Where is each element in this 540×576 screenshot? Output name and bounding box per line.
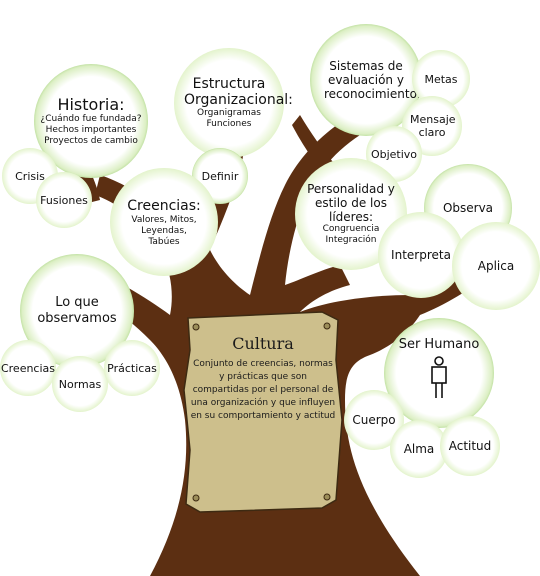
interpreta-label: Interpreta	[391, 248, 451, 262]
practicas-bubble: Prácticas	[104, 340, 160, 396]
creencias-title: Creencias:	[127, 197, 201, 214]
alma-label: Alma	[403, 441, 435, 456]
creencias-item: Tabúes	[148, 236, 180, 247]
fusiones-bubble: Fusiones	[36, 172, 92, 228]
interpreta-bubble: Interpreta	[378, 212, 464, 298]
actitud-label: Actitud	[448, 438, 492, 453]
person-icon	[431, 356, 447, 398]
sistemas-title: Sistemas de evaluación y reconocimiento:	[324, 59, 421, 101]
cultura-title: Cultura	[232, 334, 294, 353]
historia-title: Historia:	[57, 94, 125, 114]
alma-bubble: Alma	[390, 420, 448, 478]
personalidad-item: Congruencia	[322, 224, 380, 234]
personalidad-item: Integración	[325, 235, 377, 245]
cuerpo-label: Cuerpo	[352, 412, 396, 427]
metas-label: Metas	[424, 72, 458, 86]
cultura-description: Conjunto de creencias, normas y práctica…	[190, 359, 336, 421]
crisis-label: Crisis	[15, 169, 45, 183]
observa-label: Observa	[442, 201, 494, 215]
historia-item: Proyectos de cambio	[44, 135, 138, 146]
creencias-small-bubble: Creencias	[0, 340, 56, 396]
creencias-item: Leyendas,	[141, 225, 187, 236]
normas-bubble: Normas	[52, 356, 108, 412]
parchment-scroll	[183, 311, 343, 513]
historia-item: Hechos importantes	[45, 124, 137, 135]
creencias-small-label: Creencias	[0, 361, 56, 375]
estructura-item: Organigramas	[197, 108, 261, 118]
normas-label: Normas	[58, 377, 102, 391]
creencias-item: Valores, Mitos,	[131, 214, 197, 225]
fusiones-label: Fusiones	[40, 193, 88, 207]
personalidad-bubble: Personalidad y estilo de los líderes: Co…	[295, 158, 407, 270]
creencias-bubble: Creencias: Valores, Mitos, Leyendas, Tab…	[110, 168, 218, 276]
mensaje-label: Mensaje claro	[410, 113, 456, 139]
definir-label: Definir	[201, 169, 239, 183]
historia-item: ¿Cuándo fue fundada?	[40, 113, 142, 124]
practicas-label: Prácticas	[107, 361, 157, 375]
aplica-bubble: Aplica	[452, 222, 540, 310]
aplica-label: Aplica	[477, 259, 515, 273]
estructura-item: Funciones	[206, 119, 252, 129]
ser-humano-title: Ser Humano	[398, 337, 480, 352]
lo-que-observamos-title: Lo que observamos	[37, 295, 117, 326]
objetivo-label: Objetivo	[370, 147, 418, 161]
actitud-bubble: Actitud	[440, 416, 500, 476]
historia-bubble: Historia: ¿Cuándo fue fundada? Hechos im…	[34, 64, 148, 178]
estructura-bubble: Estructura Organizacional: Organigramas …	[174, 48, 293, 158]
personalidad-title: Personalidad y estilo de los líderes:	[307, 182, 395, 224]
estructura-title: Estructura Organizacional:	[184, 76, 293, 108]
cultura-panel: Cultura Conjunto de creencias, normas y …	[190, 334, 336, 423]
